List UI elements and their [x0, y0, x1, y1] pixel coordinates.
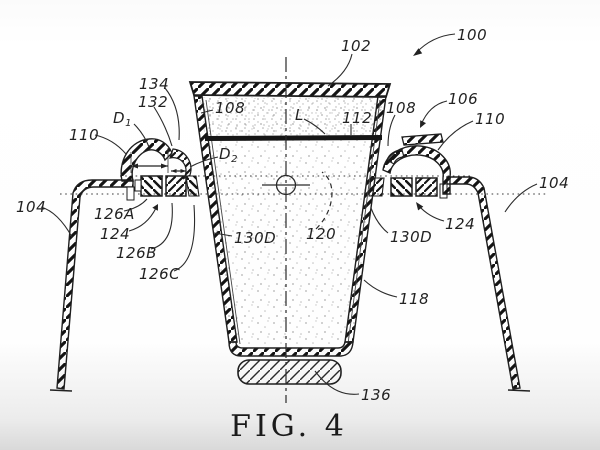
outer-shell-left [56, 179, 134, 390]
ref-label-134: 134 [139, 75, 169, 93]
arrowhead-124-left [152, 204, 158, 211]
dim-d1-arrowhead-right [161, 163, 168, 169]
leader-124-right [418, 205, 445, 222]
ref-label-D1: D1 [113, 109, 132, 129]
arrowhead-100 [413, 48, 423, 56]
ref-label-126A: 126A [94, 205, 135, 223]
ref-label-D1-base: D [113, 109, 125, 127]
ref-label-D2-base: D [219, 145, 231, 163]
cup-headspace-stipple [197, 98, 384, 136]
arrowhead-124-right [416, 202, 424, 211]
leader-124-left [128, 207, 157, 232]
ref-label-104-right: 104 [539, 174, 569, 192]
seal-piece-right-inner [368, 177, 385, 197]
leader-D1 [133, 123, 150, 148]
ref-label-126C: 126C [139, 265, 180, 283]
dim-d2-arrowhead-right [180, 169, 186, 173]
leader-L [303, 118, 326, 135]
shell-foot-left [49, 389, 73, 392]
ref-label-100: 100 [457, 26, 487, 44]
ref-label-130D-left: 130D [234, 229, 276, 247]
arch-bead-left [120, 138, 173, 182]
cup-interior-stipple [199, 97, 383, 344]
figure-caption: FIG. 4 [230, 409, 348, 444]
ref-label-106: 106 [448, 90, 478, 108]
pedestal-base [237, 359, 342, 385]
ref-label-110-right: 110 [475, 110, 505, 128]
ref-label-108-right: 108 [386, 99, 416, 117]
shell-foot-right [507, 389, 531, 392]
ref-label-124-left: 124 [100, 225, 130, 243]
fill-level-line [205, 135, 382, 141]
arch-bar-right [401, 133, 444, 146]
contents-dashed-leader [315, 171, 333, 230]
outer-shell-right [446, 176, 521, 390]
cup-liner-right [347, 99, 381, 345]
ref-label-110-left: 110 [69, 126, 99, 144]
ref-label-D2-sub: 2 [231, 154, 238, 165]
lip-piece-left [169, 148, 192, 180]
leader-D2 [189, 156, 219, 168]
leader-110-right [437, 120, 474, 151]
ref-label-124-right: 124 [445, 215, 475, 233]
leader-126A [123, 198, 148, 212]
seal-piece-left-inner [185, 175, 200, 197]
seal-block-left-a [140, 175, 163, 197]
leader-110-left [94, 134, 127, 155]
leader-132 [153, 106, 173, 147]
ref-label-104-left: 104 [16, 198, 46, 216]
seal-block-right-b [415, 177, 438, 197]
seal-block-left-b [165, 175, 187, 197]
leader-108-right [387, 114, 396, 147]
dim-d1-arrowhead-left [131, 163, 138, 169]
ref-label-D2: D2 [219, 145, 238, 165]
cup-wall-left [193, 95, 238, 343]
cup-rim-band [188, 81, 392, 98]
leader-126C [173, 204, 196, 272]
leader-104-right [504, 183, 538, 213]
ref-label-118: 118 [399, 290, 429, 308]
ref-label-112: 112 [342, 109, 372, 127]
leader-106 [420, 100, 448, 126]
dim-d1-extension-lines [130, 148, 169, 173]
shell-tab-left [126, 186, 135, 201]
leader-lines [40, 33, 538, 395]
ref-label-132: 132 [138, 93, 168, 111]
ref-label-130D-right: 130D [390, 228, 432, 246]
leader-130D-left [213, 232, 233, 237]
leader-102 [327, 53, 353, 87]
leader-104-left [40, 206, 73, 238]
cup-bottom-band [228, 341, 354, 357]
leader-130D-right [370, 207, 389, 234]
leader-118 [363, 279, 398, 298]
ref-label-108-left: 108 [215, 99, 245, 117]
ref-label-102: 102 [341, 37, 371, 55]
ref-label-L: L [295, 106, 304, 124]
leader-108-left [200, 109, 214, 114]
rib-piece-right [386, 149, 405, 165]
seal-tab-left [134, 179, 142, 192]
ref-label-120: 120 [306, 225, 336, 243]
seal-block-right-a [390, 177, 413, 197]
leader-136 [314, 370, 360, 395]
ref-label-136: 136 [361, 386, 391, 404]
arrowhead-106 [420, 120, 426, 128]
leader-134 [164, 87, 180, 141]
dim-d2-arrowhead-left [171, 169, 177, 173]
leader-126B [150, 202, 173, 250]
ref-label-D1-sub: 1 [125, 118, 132, 129]
ref-label-126B: 126B [116, 244, 157, 262]
leader-100 [415, 33, 456, 54]
